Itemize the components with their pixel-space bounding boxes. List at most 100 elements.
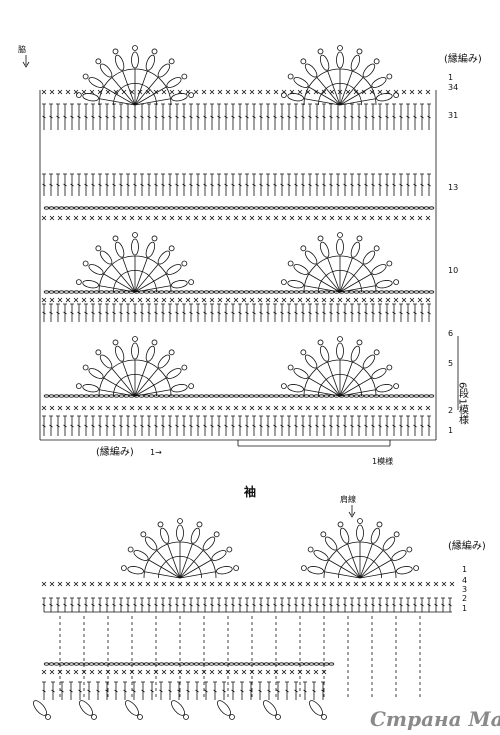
dc-stitch xyxy=(294,103,298,130)
chain-stitch xyxy=(218,394,225,398)
fan-petal xyxy=(371,264,387,275)
fan-petal xyxy=(371,77,387,88)
sleeve-title: 袖 xyxy=(244,484,256,499)
sc-stitch xyxy=(121,297,127,303)
dc-stitch xyxy=(378,173,382,196)
fan-spoke xyxy=(339,77,364,106)
sc-stitch xyxy=(145,669,151,675)
chain-stitch xyxy=(418,290,425,294)
chain-stitch xyxy=(148,206,155,210)
dc-stitch xyxy=(385,173,389,196)
chain-stitch xyxy=(308,206,315,210)
sc-stitch xyxy=(153,669,159,675)
dc-stitch xyxy=(98,103,102,130)
sc-stitch xyxy=(169,405,175,411)
fan-petal xyxy=(396,566,413,575)
sc-stitch xyxy=(169,89,175,95)
sc-stitch xyxy=(425,89,431,95)
sc-stitch xyxy=(177,405,183,411)
chain-stitch xyxy=(53,394,60,398)
fan-petal xyxy=(82,93,99,102)
fan-spoke xyxy=(134,285,171,293)
sc-stitch xyxy=(185,215,191,221)
chain-stitch xyxy=(68,206,75,210)
sc-stitch xyxy=(177,297,183,303)
sc-stitch xyxy=(81,215,87,221)
picot xyxy=(82,73,89,80)
chain-stitch xyxy=(388,206,395,210)
fan-spoke xyxy=(359,571,396,579)
sleeve-petal xyxy=(263,700,277,716)
chain-stitch xyxy=(93,290,100,294)
chain-stitch xyxy=(278,206,285,210)
picot xyxy=(95,58,102,65)
sc-stitch xyxy=(385,581,391,587)
chain-stitch xyxy=(73,662,80,666)
sc-stitch xyxy=(225,669,231,675)
dc-stitch xyxy=(84,173,88,196)
sleeve-petal xyxy=(125,700,139,716)
sc-stitch xyxy=(121,581,127,587)
dc-stitch xyxy=(203,173,207,196)
sc-stitch xyxy=(105,297,111,303)
chain-stitch xyxy=(78,206,85,210)
sleeve-picot xyxy=(183,714,189,720)
sc-stitch xyxy=(225,89,231,95)
sc-stitch xyxy=(425,297,431,303)
fan-spoke xyxy=(103,86,136,106)
dc-stitch xyxy=(385,103,389,130)
picot xyxy=(386,260,393,267)
sc-stitch xyxy=(217,89,223,95)
chain-stitch xyxy=(43,206,50,210)
dc-stitch xyxy=(267,681,271,700)
dc-stitch xyxy=(301,103,305,130)
sc-stitch xyxy=(113,669,119,675)
chain-stitch xyxy=(158,290,165,294)
fan-spoke xyxy=(111,77,136,106)
dc-stitch xyxy=(266,597,270,612)
chain-stitch xyxy=(148,662,155,666)
sc-stitch xyxy=(297,405,303,411)
chain-stitch xyxy=(378,290,385,294)
dc-stitch xyxy=(329,173,333,196)
chain-stitch xyxy=(278,662,285,666)
dc-stitch xyxy=(399,303,403,322)
chain-stitch xyxy=(228,206,235,210)
dc-stitch xyxy=(112,103,116,130)
chain-stitch xyxy=(423,290,430,294)
chain-stitch xyxy=(398,290,405,294)
sc-stitch xyxy=(73,215,79,221)
sc-stitch xyxy=(321,215,327,221)
fan-spoke xyxy=(179,550,204,579)
sc-stitch xyxy=(417,215,423,221)
dc-stitch xyxy=(301,303,305,322)
dc-stitch xyxy=(378,103,382,130)
dc-stitch xyxy=(119,415,123,436)
picot xyxy=(373,58,380,65)
chain-stitch xyxy=(273,290,280,294)
dc-stitch xyxy=(161,303,165,322)
dc-stitch xyxy=(140,173,144,196)
dc-stitch xyxy=(217,173,221,196)
dc-stitch xyxy=(273,597,277,612)
dc-stitch xyxy=(186,681,190,700)
dc-stitch xyxy=(154,597,158,612)
picot xyxy=(120,565,127,572)
chain-stitch xyxy=(398,394,405,398)
chain-stitch xyxy=(43,394,50,398)
sleeve-petal xyxy=(171,700,185,716)
picot xyxy=(82,260,89,267)
sc-stitch xyxy=(201,669,207,675)
dc-stitch xyxy=(189,173,193,196)
sc-stitch xyxy=(369,405,375,411)
sleeve-petal xyxy=(309,700,323,716)
chain-stitch xyxy=(393,206,400,210)
sc-stitch xyxy=(113,405,119,411)
chain-stitch xyxy=(83,206,90,210)
chain-stitch xyxy=(163,206,170,210)
chain-stitch xyxy=(88,394,95,398)
sc-stitch xyxy=(409,405,415,411)
fan-petal xyxy=(350,54,361,71)
chain-stitch xyxy=(298,394,305,398)
sc-stitch xyxy=(233,669,239,675)
